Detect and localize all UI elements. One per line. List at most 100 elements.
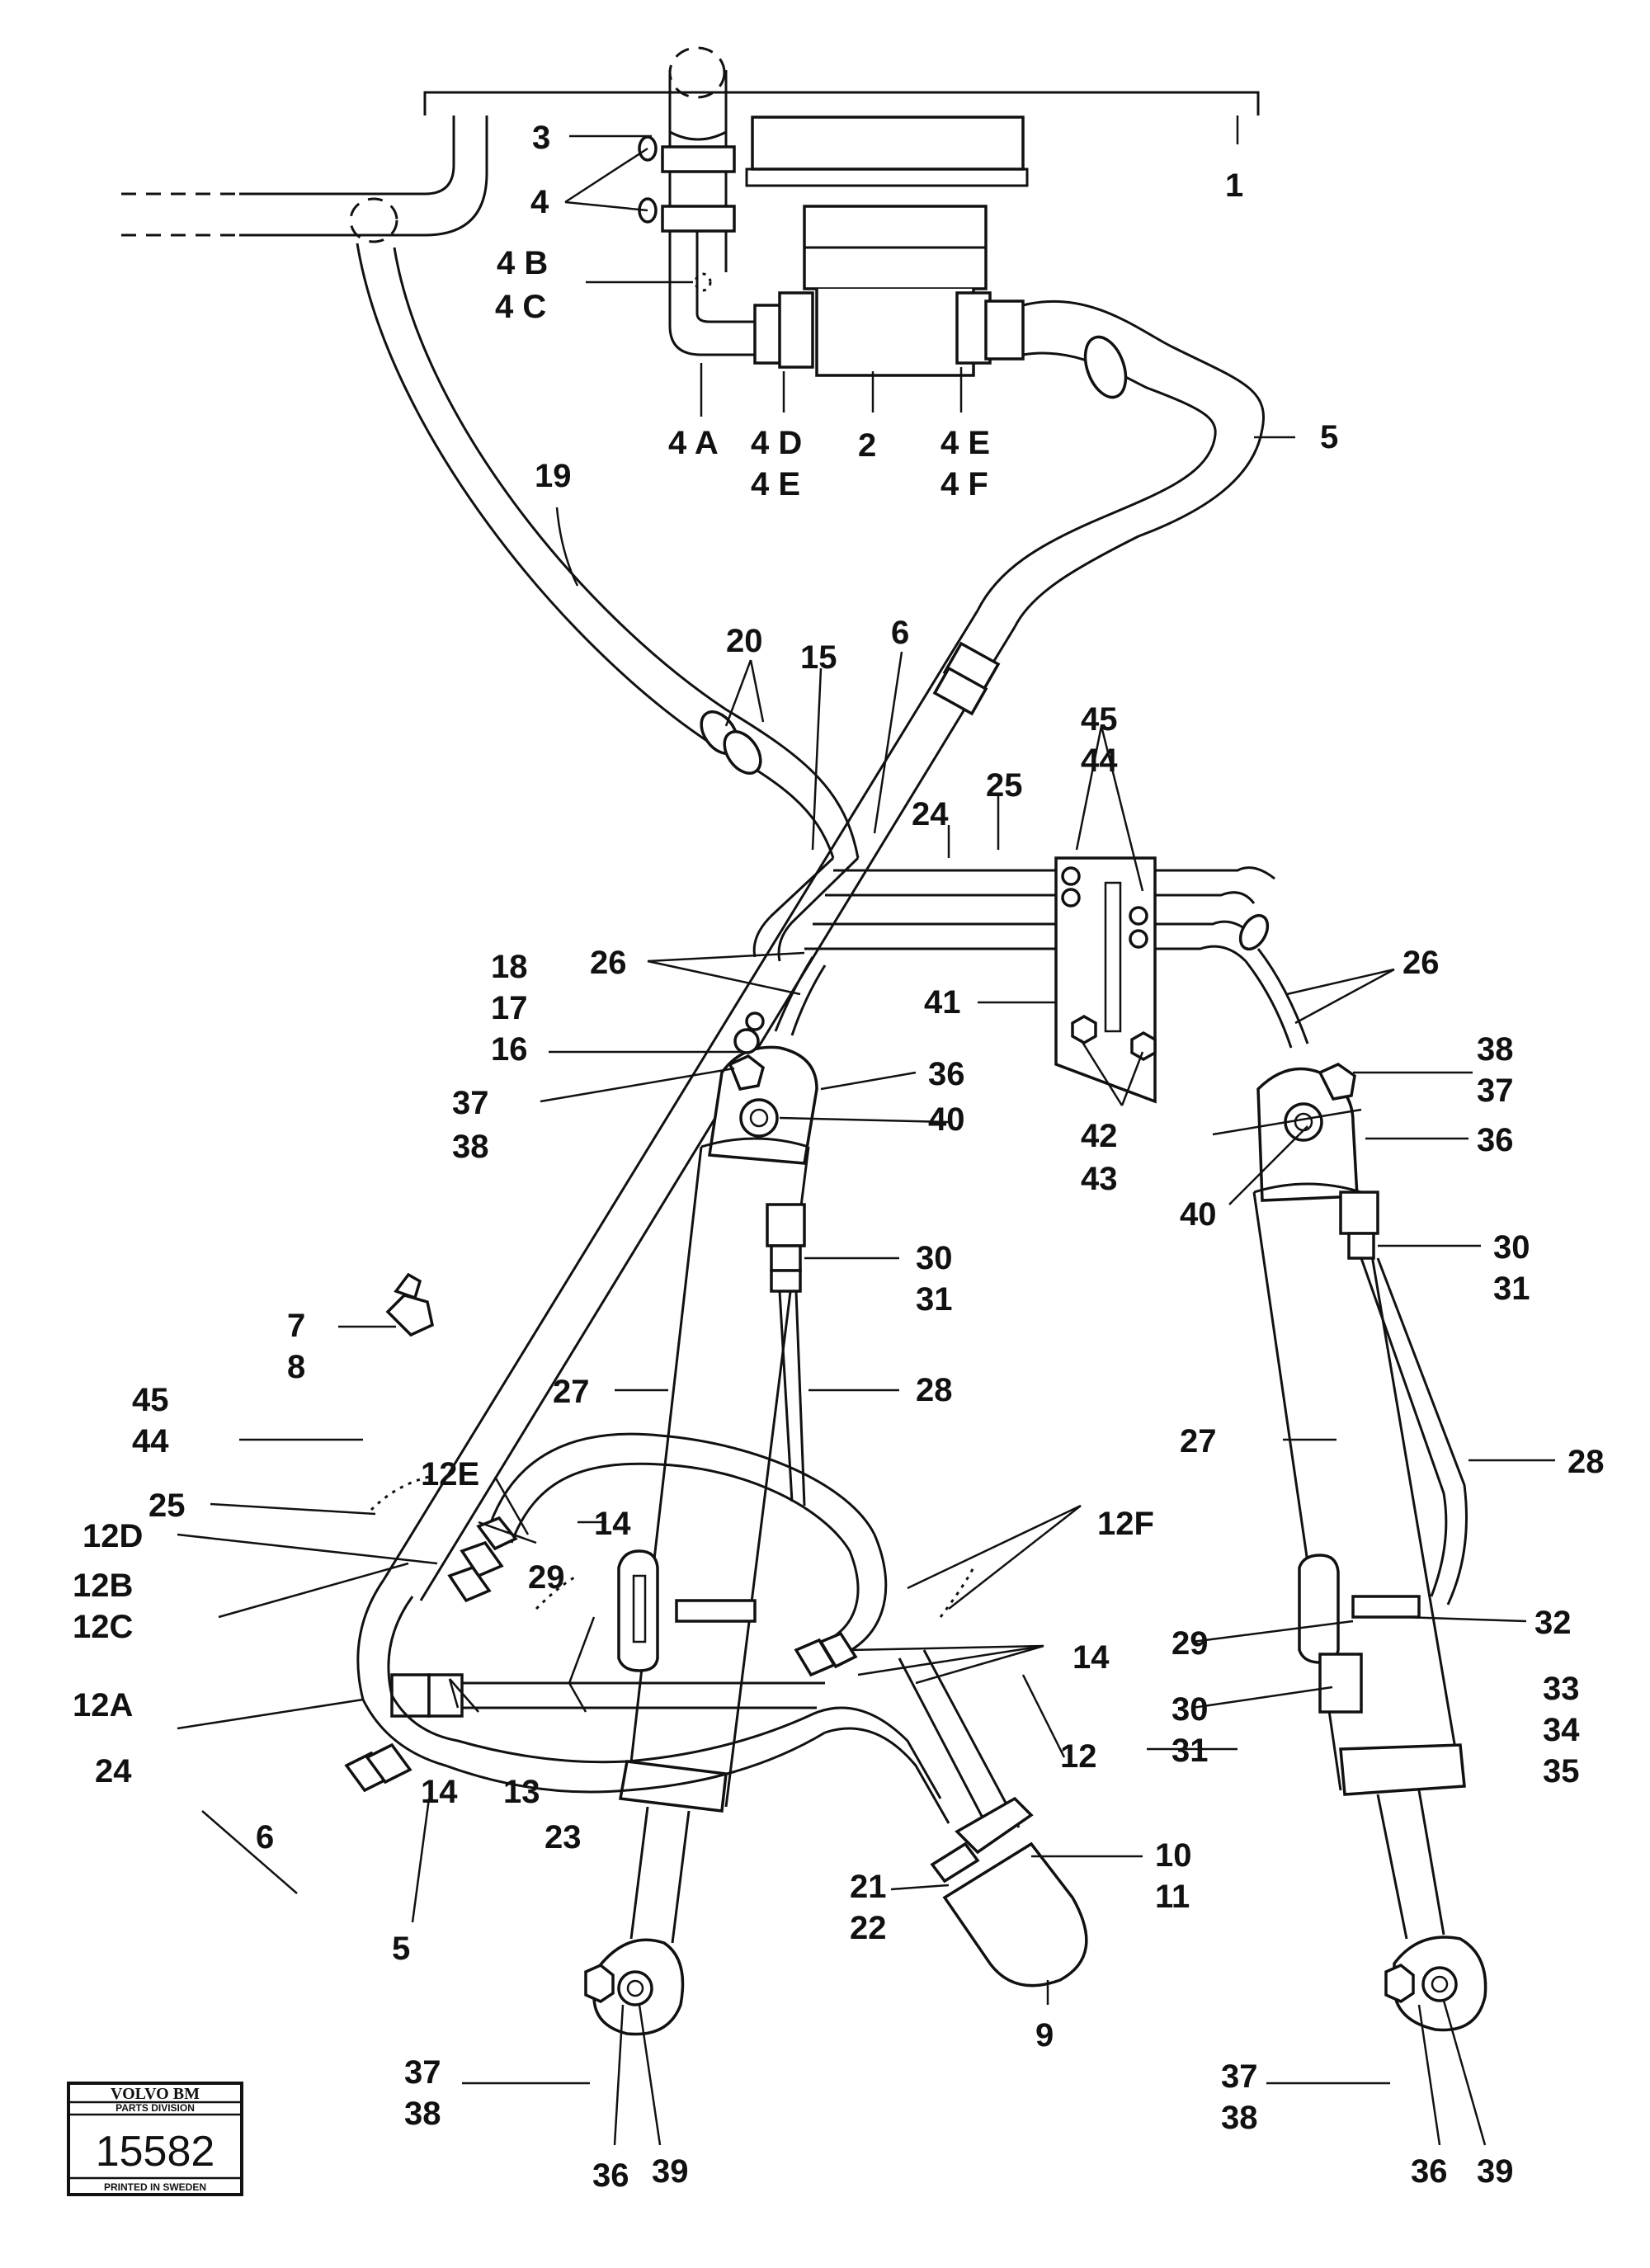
label-45a: 45 [1081, 701, 1118, 738]
stamp-division: PARTS DIVISION [116, 2102, 195, 2114]
label-21: 21 [850, 1869, 887, 1905]
label-2: 2 [858, 427, 876, 464]
label-45b: 45 [132, 1382, 169, 1418]
label-18: 18 [491, 949, 528, 985]
label-27b: 27 [1180, 1423, 1217, 1459]
label-37b: 37 [452, 1085, 489, 1121]
label-31b: 31 [1493, 1271, 1530, 1307]
label-3: 3 [532, 120, 550, 156]
label-14a: 14 [594, 1506, 631, 1542]
label-26a: 26 [590, 945, 627, 981]
label-29a: 29 [528, 1559, 565, 1596]
label-15: 15 [800, 639, 837, 676]
label-5: 5 [1320, 419, 1338, 455]
label-28b: 28 [1568, 1444, 1605, 1480]
filter-9 [808, 1649, 1088, 1987]
label-32: 32 [1534, 1605, 1572, 1641]
label-37d: 37 [1221, 2058, 1258, 2095]
fitting-7-8 [385, 1272, 435, 1337]
label-39b: 39 [1477, 2153, 1514, 2190]
label-12: 12 [1060, 1738, 1097, 1775]
label-36b: 36 [1477, 1122, 1514, 1158]
label-36d: 36 [1411, 2153, 1448, 2190]
label-12a: 12A [73, 1687, 133, 1723]
label-4c: 4 C [495, 289, 546, 325]
label-28a: 28 [916, 1372, 953, 1408]
label-39a: 39 [652, 2153, 689, 2190]
label-13: 13 [503, 1774, 540, 1810]
valve-block-41 [1054, 856, 1157, 1104]
label-36a: 36 [928, 1056, 965, 1092]
tube-loop-12 [447, 1432, 888, 1660]
label-40b: 40 [1180, 1196, 1217, 1233]
label-38b: 38 [452, 1129, 489, 1165]
label-24b: 24 [95, 1753, 132, 1789]
label-27a: 27 [553, 1374, 590, 1410]
label-38a: 38 [1477, 1031, 1514, 1068]
label-29b: 29 [1172, 1625, 1209, 1662]
label-12f: 12F [1097, 1506, 1154, 1542]
label-12b: 12B [73, 1568, 133, 1604]
label-12d: 12D [82, 1518, 143, 1554]
cylinder-27-left [584, 1045, 818, 2036]
label-34: 34 [1543, 1712, 1580, 1748]
label-20: 20 [726, 623, 763, 659]
label-26b: 26 [1402, 945, 1440, 981]
label-24a: 24 [912, 796, 949, 832]
tube-28-left [766, 1203, 806, 1506]
stamp-printed: PRINTED IN SWEDEN [104, 2181, 206, 2193]
label-8: 8 [287, 1349, 305, 1385]
label-33: 33 [1543, 1671, 1580, 1707]
cylinder-27-right [1252, 1062, 1487, 2032]
pipe-15 [752, 856, 860, 962]
label-6b: 6 [256, 1819, 274, 1855]
part-labels: 1 3 4 4 B 4 C 4 A 4 D 4 E 2 4 E 4 F 5 19… [73, 120, 1605, 2194]
label-4d: 4 D [751, 425, 802, 461]
label-25b: 25 [148, 1488, 186, 1524]
label-4f: 4 F [940, 466, 988, 502]
label-4: 4 [530, 184, 549, 220]
stamp-number: 15582 [96, 2128, 215, 2176]
label-4a: 4 A [668, 425, 719, 461]
label-1: 1 [1225, 167, 1243, 204]
frame-part-1 [423, 91, 1260, 187]
label-40a: 40 [928, 1101, 965, 1138]
label-43: 43 [1081, 1161, 1118, 1197]
label-14b: 14 [1072, 1639, 1110, 1676]
label-23: 23 [544, 1819, 582, 1855]
label-22: 22 [850, 1910, 887, 1946]
label-12c: 12C [73, 1609, 133, 1645]
stamp-brand: VOLVO BM [111, 2085, 200, 2103]
label-30c: 30 [1172, 1691, 1209, 1728]
label-44a: 44 [1081, 743, 1118, 779]
label-6: 6 [891, 615, 909, 651]
label-4e: 4 E [751, 466, 800, 502]
label-19: 19 [535, 458, 572, 494]
pipes-24-25 [774, 866, 1309, 1049]
label-41: 41 [924, 984, 961, 1021]
volvo-bm-stamp: VOLVO BM PARTS DIVISION 15582 PRINTED IN… [67, 2082, 243, 2196]
fitting-16-18 [733, 1011, 765, 1054]
label-12e: 12E [421, 1456, 479, 1492]
label-42: 42 [1081, 1118, 1118, 1154]
tank-pipe [116, 116, 488, 243]
label-38c: 38 [404, 2096, 441, 2132]
label-4b: 4 B [497, 245, 548, 281]
label-10: 10 [1155, 1837, 1192, 1874]
label-30a: 30 [916, 1240, 953, 1276]
hose-5 [976, 299, 1265, 628]
hose-5-lower [344, 1579, 826, 1794]
label-38d: 38 [1221, 2100, 1258, 2136]
clamp-29-left [617, 1549, 757, 1672]
label-4e-b: 4 E [940, 425, 990, 461]
dotted-refs [370, 1475, 975, 1618]
label-14c: 14 [421, 1774, 458, 1810]
leader-lines [177, 116, 1555, 2146]
label-37a: 37 [1477, 1073, 1514, 1109]
label-16: 16 [491, 1031, 528, 1068]
pipe-3-assembly [638, 46, 755, 356]
label-17: 17 [491, 990, 528, 1026]
label-36c: 36 [592, 2157, 629, 2194]
label-9: 9 [1035, 2017, 1054, 2053]
